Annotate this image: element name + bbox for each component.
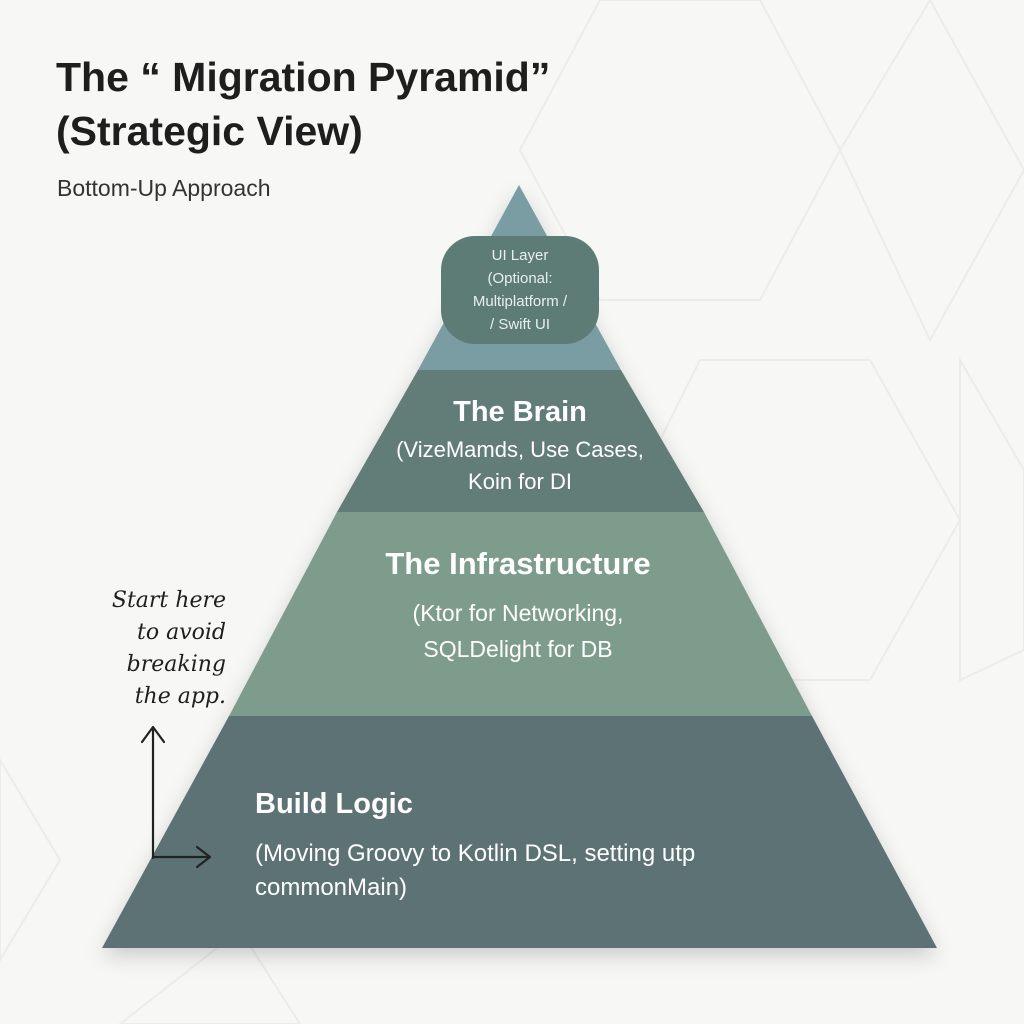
build-logic-line-1: (Moving Groovy to Kotlin DSL, setting ut… [255,840,696,867]
upward-arrow-icon [140,725,212,869]
page-subtitle: Bottom-Up Approach [57,175,271,201]
brain-heading: The Brain [453,396,587,428]
ui-layer-line-1: UI Layer [491,247,549,264]
infrastructure-line-2: SQLDelight for DB [423,636,613,662]
ui-layer-line-2: (Optional: [487,270,553,287]
title-line-2: (Strategic View) [56,108,363,154]
pyramid-tier-brain [337,370,704,512]
brain-tier-label: The Brain (VizeMamds, Use Cases, Koin fo… [370,392,670,498]
ui-layer-label: UI Layer (Optional: Multiplatform / / Sw… [441,236,599,344]
pyramid-tier-infrastructure [229,512,812,716]
ui-layer-line-3: Multiplatform / [472,293,568,310]
pyramid-tier-build-logic [102,716,937,948]
build-logic-line-2: commonMain) [255,874,408,901]
build-logic-tier-label: Build Logic (Moving Groovy to Kotlin DSL… [255,785,895,905]
start-here-annotation: Start here to avoid breaking the app. [86,585,226,713]
title-line-1: The “ Migration Pyramid” [56,54,551,100]
brain-line-1: (VizeMamds, Use Cases, [396,437,644,462]
brain-line-2: Koin for DI [468,469,572,494]
annotation-line-3: breaking [126,652,226,677]
annotation-line-2: to avoid [137,620,226,645]
infrastructure-heading: The Infrastructure [385,546,651,581]
page-title: The “ Migration Pyramid” (Strategic View… [56,50,550,158]
infrastructure-line-1: (Ktor for Networking, [412,600,624,626]
build-logic-heading: Build Logic [255,788,413,820]
annotation-line-1: Start here [111,588,226,613]
ui-layer-line-4: / Swift UI [489,316,550,333]
annotation-line-4: the app. [134,684,226,709]
infrastructure-tier-label: The Infrastructure (Ktor for Networking,… [330,543,706,667]
